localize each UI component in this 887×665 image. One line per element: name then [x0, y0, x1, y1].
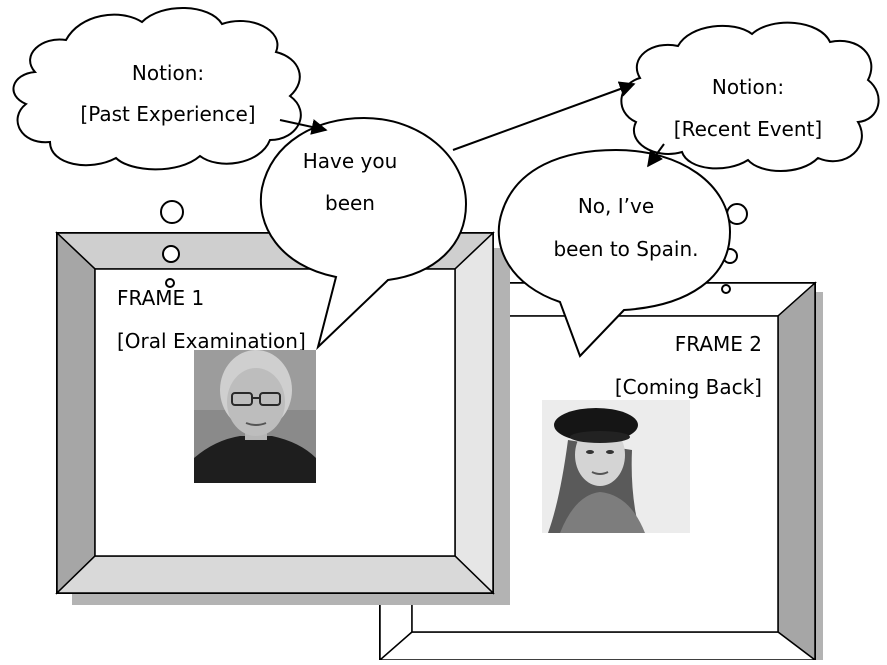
frame-2-right-bevel [777, 281, 816, 662]
speech-1-line-1: Have you [303, 149, 398, 173]
frame-1-bottom-bevel [55, 555, 495, 594]
speech-2-line-2: been to Spain. [553, 237, 698, 261]
cloud-2-line-1: Notion: [712, 75, 784, 99]
frame-1-left-bevel [56, 231, 96, 595]
frame-2-title: FRAME 2 [675, 332, 762, 356]
cloud-2-line-2: [Recent Event] [674, 117, 822, 141]
frame-1-subtitle: [Oral Examination] [117, 329, 306, 353]
cloud-1-line-2: [Past Experience] [80, 102, 255, 126]
cloud-1-line-1: Notion: [132, 61, 204, 85]
thought-trail-frame-1 [160, 200, 184, 288]
frame-1 [55, 231, 510, 605]
speech-1-line-2: been [325, 191, 375, 215]
arrow-past-experience-to-question [279, 119, 328, 135]
woman-portrait-photo [542, 400, 690, 533]
speech-bubble-have-you-been [259, 116, 468, 351]
frame-1-right-bevel [454, 231, 494, 595]
frame-1-title: FRAME 1 [117, 286, 204, 310]
man-portrait-photo [194, 350, 316, 483]
frame-2-subtitle: [Coming Back] [615, 375, 762, 399]
arrow-question-to-recent-event [452, 81, 636, 151]
speech-2-line-1: No, I’ve [578, 194, 654, 218]
thought-cloud-past-experience [12, 7, 302, 171]
speech-bubble-no-ive-been-to-spain [497, 148, 732, 358]
frame-2-bottom-bevel [378, 631, 818, 661]
arrow-recent-event-to-answer [647, 143, 665, 168]
